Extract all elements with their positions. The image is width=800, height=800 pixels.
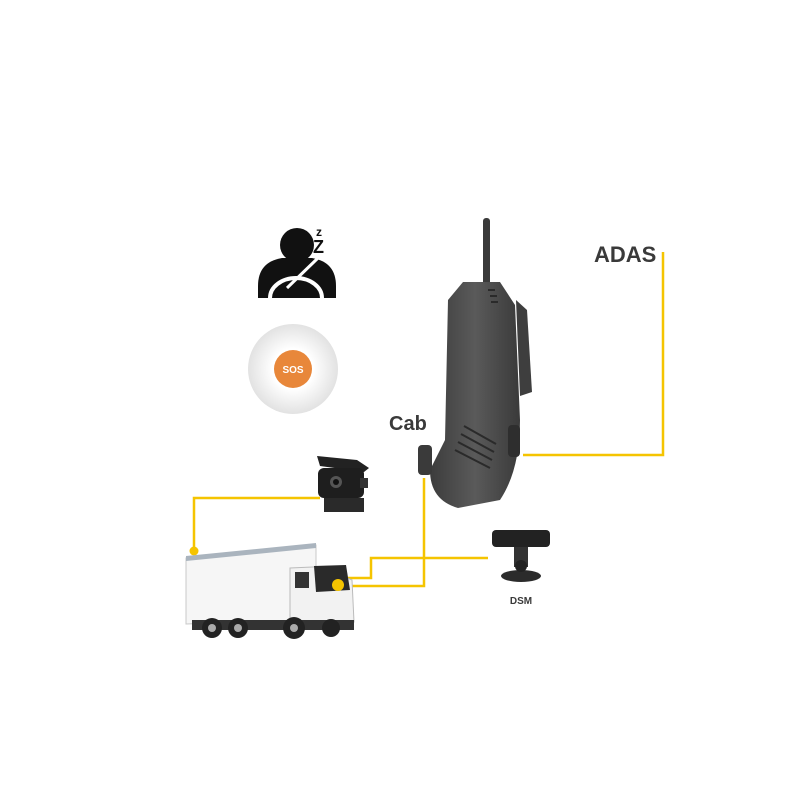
svg-text:Z: Z — [313, 237, 324, 257]
dashcam-device-icon — [418, 218, 532, 508]
dsm-label: DSM — [510, 596, 532, 607]
sos-button-icon: SOS — [248, 324, 338, 414]
rear-camera-icon — [317, 456, 369, 512]
truck-icon — [185, 543, 355, 639]
svg-text:z: z — [316, 225, 322, 239]
cab-connector — [345, 478, 426, 588]
sos-label: SOS — [282, 365, 303, 376]
adas-connector — [523, 252, 665, 457]
rear-camera-connector — [192, 496, 320, 551]
truck-connector-dot — [332, 579, 344, 591]
dsm-camera-icon — [492, 530, 550, 582]
adas-label: ADAS — [594, 242, 656, 267]
cab-label: Cab — [389, 413, 427, 435]
drowsy-driver-icon: z Z — [258, 225, 336, 299]
rear-connector-dot — [189, 546, 199, 556]
connector-lines — [192, 252, 665, 588]
dsm-connector — [345, 556, 488, 580]
